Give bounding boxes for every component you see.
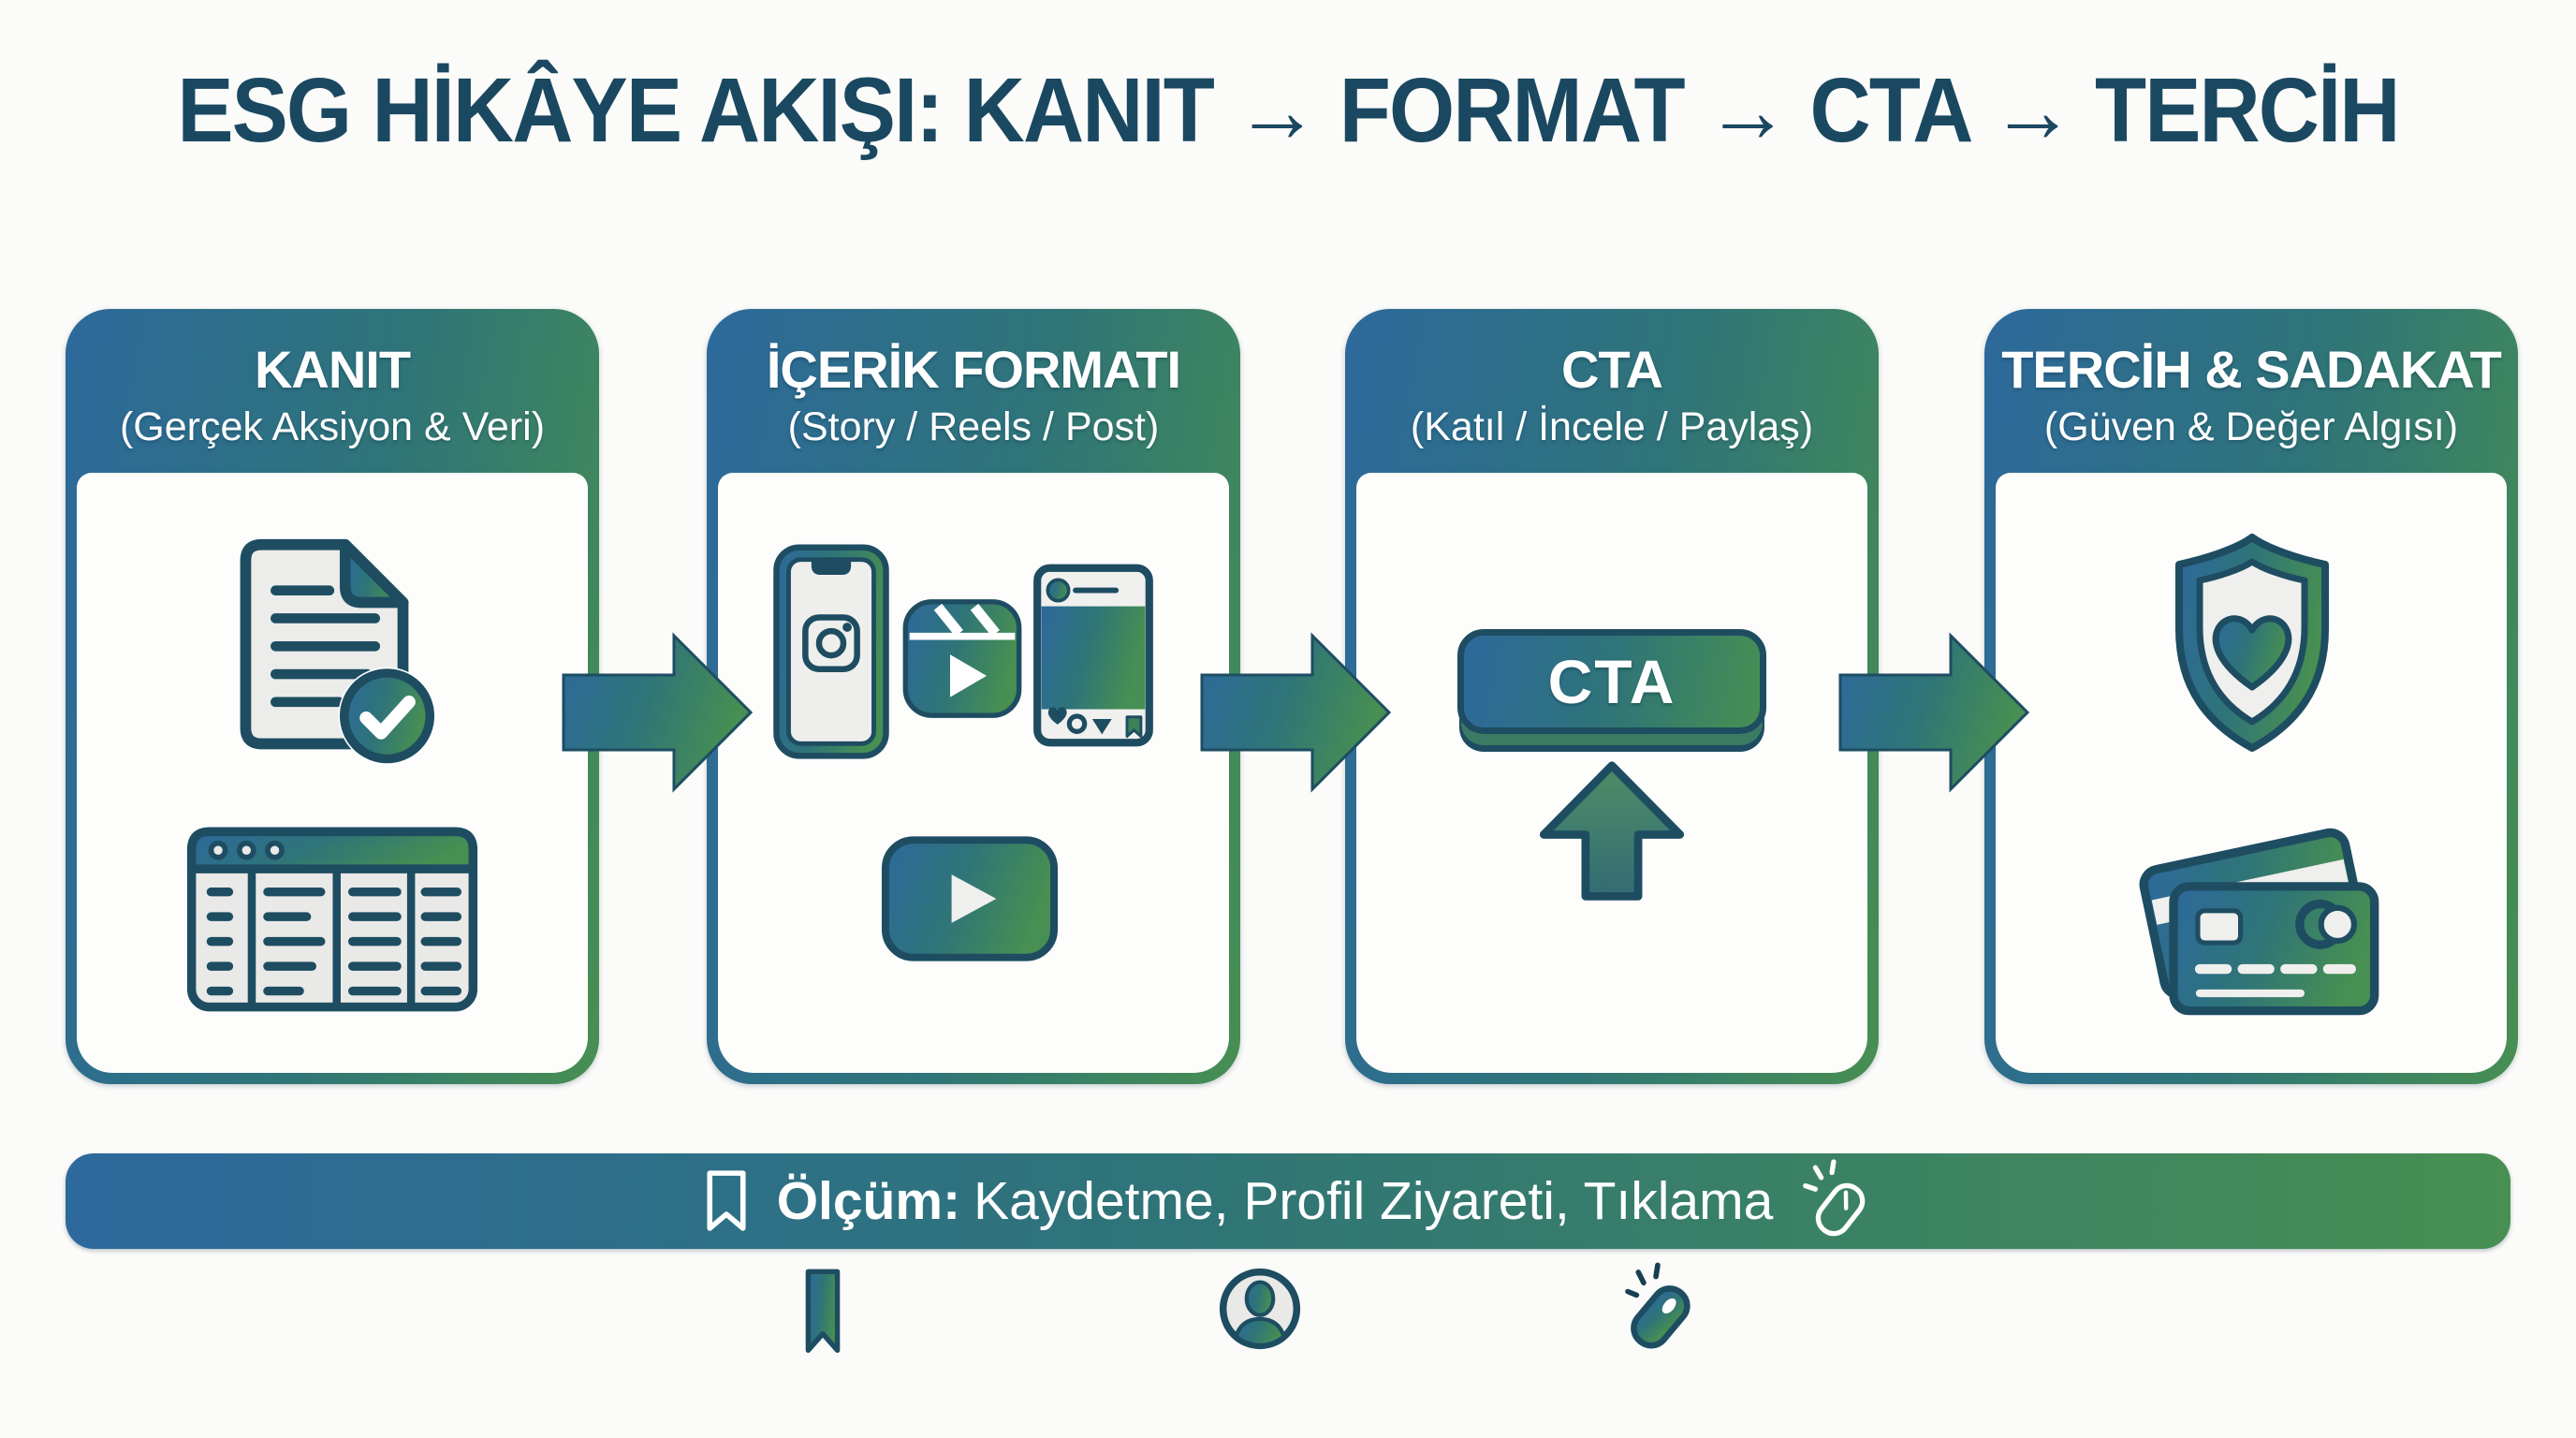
cta-button: CTA — [1457, 628, 1766, 734]
card-icerik-formati-header: İÇERİK FORMATI (Story / Reels / Post) — [718, 320, 1229, 473]
credit-cards-icon — [2139, 828, 2379, 1015]
card-cta-body: CTA — [1356, 473, 1867, 1073]
up-arrow-icon — [1539, 760, 1685, 901]
card-cta-subtitle: (Katıl / İncele / Paylaş) — [1410, 404, 1814, 450]
card-tercih-sadakat-body — [1996, 473, 2507, 1073]
profile-icon — [1219, 1268, 1301, 1350]
flow-arrow-1 — [562, 632, 754, 793]
page-title-text: ESG HİKÂYE AKIŞI: KANIT → FORMAT → CTA →… — [177, 59, 2400, 161]
card-cta-title: CTA — [1561, 339, 1663, 399]
card-icerik-formati-body — [718, 473, 1229, 1073]
card-icerik-formati-subtitle: (Story / Reels / Post) — [787, 404, 1160, 450]
card-cta-header: CTA (Katıl / İncele / Paylaş) — [1356, 320, 1867, 473]
cta-button-label: CTA — [1547, 646, 1676, 716]
mouse-click-icon — [1625, 1262, 1690, 1349]
flow-arrow-2 — [1200, 632, 1392, 793]
reels-icon — [902, 599, 1022, 718]
bookmark-icon — [805, 1269, 841, 1354]
measurement-bar: Ölçüm:Kaydetme, Profil Ziyareti, Tıklama — [66, 1153, 2510, 1249]
flow-arrow-3 — [1838, 632, 2030, 793]
measurement-text: Ölçüm:Kaydetme, Profil Ziyareti, Tıklama — [777, 1170, 1774, 1232]
shield-heart-icon — [2174, 534, 2329, 753]
card-kanit-title: KANIT — [254, 339, 411, 399]
mouse-click-icon — [1803, 1159, 1866, 1237]
card-cta: CTA (Katıl / İncele / Paylaş) CTA — [1345, 309, 1879, 1084]
card-kanit-header: KANIT (Gerçek Aksiyon & Veri) — [77, 320, 588, 473]
document-check-icon — [240, 538, 436, 765]
card-icerik-formati: İÇERİK FORMATI (Story / Reels / Post) — [707, 309, 1240, 1084]
bookmark-icon — [707, 1170, 746, 1231]
card-tercih-sadakat-title: TERCİH & SADAKAT — [2001, 339, 2502, 399]
card-kanit: KANIT (Gerçek Aksiyon & Veri) — [66, 309, 599, 1084]
phone-instagram-icon — [773, 544, 889, 759]
cta-group: CTA — [1457, 628, 1766, 908]
page-title: ESG HİKÂYE AKIŞI: KANIT → FORMAT → CTA →… — [0, 58, 2576, 163]
card-kanit-body — [77, 473, 588, 1073]
card-tercih-sadakat-subtitle: (Güven & Değer Algısı) — [2043, 404, 2459, 450]
measurement-values: Kaydetme, Profil Ziyareti, Tıklama — [973, 1171, 1774, 1231]
video-play-icon — [881, 836, 1059, 961]
card-tercih-sadakat: TERCİH & SADAKAT (Güven & Değer Algısı) — [1984, 309, 2518, 1084]
card-icerik-formati-title: İÇERİK FORMATI — [766, 339, 1181, 399]
card-kanit-subtitle: (Gerçek Aksiyon & Veri) — [119, 404, 546, 450]
instagram-post-icon — [1033, 564, 1153, 747]
card-tercih-sadakat-header: TERCİH & SADAKAT (Güven & Değer Algısı) — [1996, 320, 2507, 473]
data-table-icon — [186, 827, 478, 1012]
measurement-label: Ölçüm: — [776, 1171, 961, 1231]
